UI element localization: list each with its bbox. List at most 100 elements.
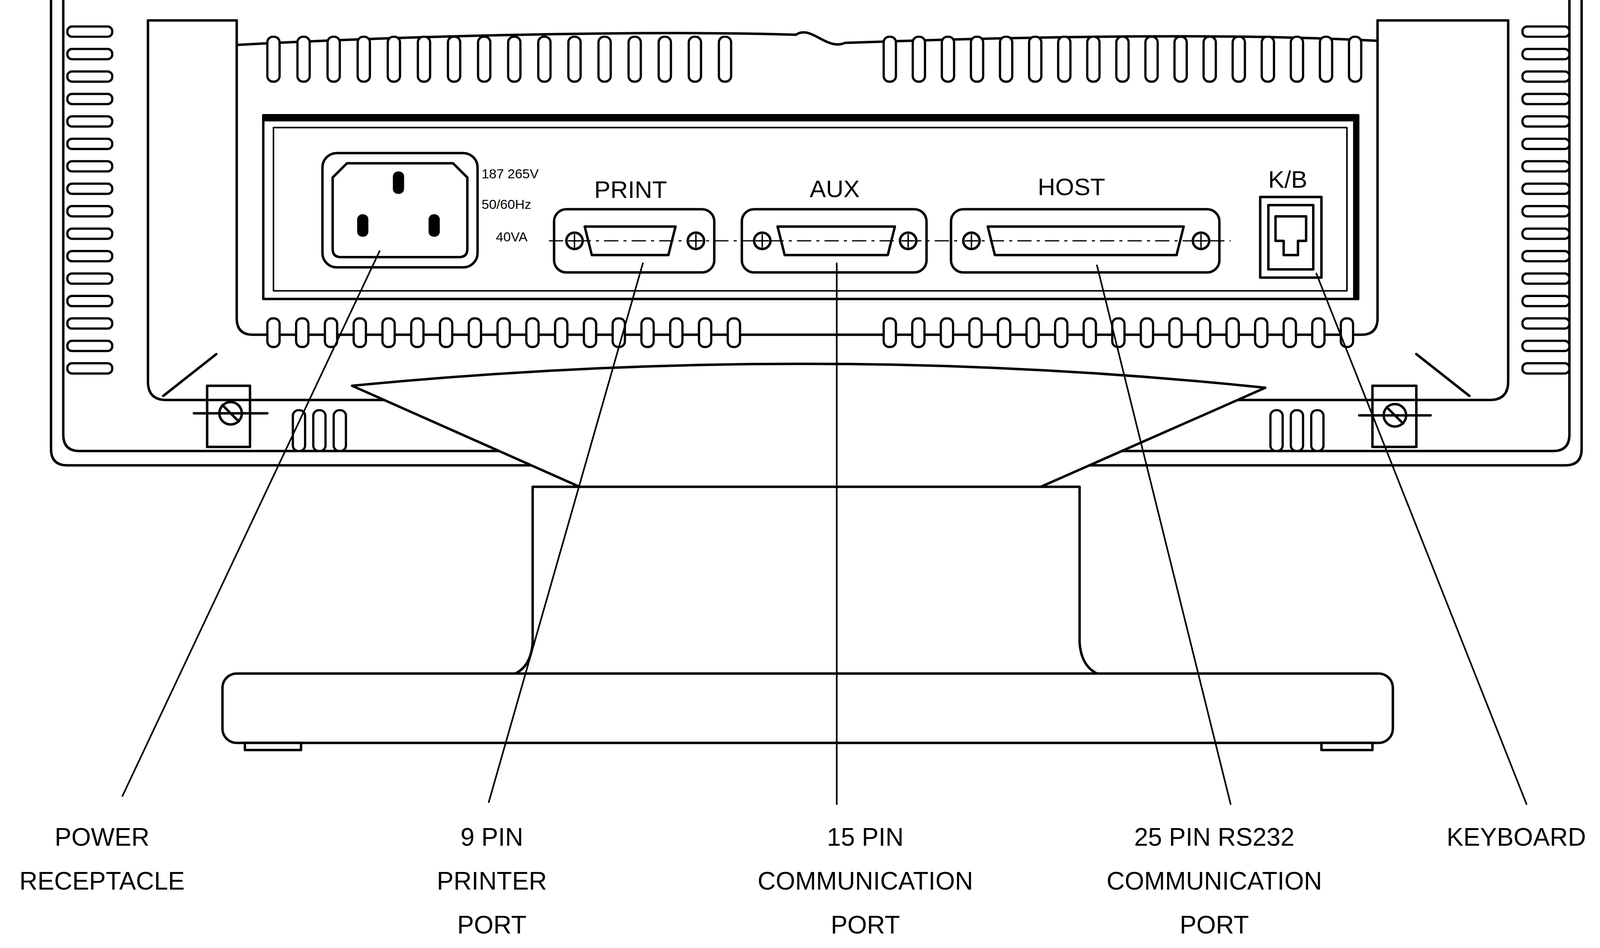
side-grille-slot (67, 340, 113, 352)
port-name: HOST (1036, 174, 1107, 200)
jack-screw-cross (901, 234, 915, 247)
side-grille-slot (1522, 48, 1570, 60)
side-grille-slot (67, 206, 113, 217)
vent-slot (658, 36, 671, 82)
vent-slot (538, 36, 551, 82)
side-grille-slot (1522, 273, 1570, 284)
vent-slot (1319, 36, 1333, 82)
power-receptacle (322, 153, 478, 268)
vent-slot (387, 36, 400, 82)
vent-slot (583, 318, 596, 347)
vent-slot (1312, 318, 1325, 347)
vent-slot (883, 318, 896, 347)
leader-line (1316, 273, 1527, 804)
side-grille-slot (1522, 94, 1570, 105)
stand-foot (1321, 742, 1373, 750)
vent-slot (1174, 36, 1187, 82)
vent-slot (1283, 318, 1296, 347)
vent-slot (297, 36, 310, 82)
vent-slot (327, 36, 340, 82)
vent-slot (698, 318, 712, 347)
foot-slot (1311, 410, 1324, 451)
connector-plate (263, 115, 1359, 299)
vent-slot (324, 318, 337, 347)
vent-slot (1226, 318, 1239, 347)
side-grille-slot (1522, 363, 1570, 374)
vent-slot (418, 36, 431, 82)
vent-slot (670, 318, 683, 347)
jack-screw-cross (965, 234, 978, 247)
vent-slot (912, 36, 925, 82)
vent-slot (439, 318, 453, 347)
vent-slot (267, 318, 280, 347)
recess-outline (148, 20, 1509, 400)
side-grille-slot (1522, 138, 1570, 149)
rating-label: 50/60Hz (481, 197, 534, 211)
side-grille-slot (1522, 318, 1570, 329)
vent-slot (688, 36, 701, 82)
jack-screw-cross (756, 234, 769, 247)
side-grille-slot (67, 318, 113, 329)
vent-slot (628, 36, 641, 82)
dsub-frame (742, 209, 927, 273)
vent-slot (1026, 318, 1039, 347)
foot-slot (333, 410, 346, 451)
vent-slot (940, 318, 953, 347)
vent-slot (1340, 318, 1353, 347)
vent-slot (718, 36, 732, 82)
vent-slot (598, 36, 611, 82)
vent-slot (555, 318, 568, 347)
dsub-frame (553, 209, 715, 273)
vent-slot (1000, 36, 1013, 82)
leader-line (1096, 265, 1231, 804)
port-name: PRINT (593, 177, 669, 202)
keyboard-jack-inner (1268, 204, 1314, 270)
side-grille-slot (67, 48, 113, 60)
vent-slot (1058, 36, 1071, 82)
vent-slot (267, 36, 280, 82)
vent-slot (353, 318, 366, 347)
jack-screw-cross (689, 234, 703, 247)
dsub-connector (742, 209, 927, 273)
side-grille-slot (67, 94, 113, 105)
side-grille-slot (1522, 183, 1570, 194)
dsub-frame (950, 209, 1220, 273)
recess-top (148, 19, 1509, 22)
side-grille-slot (1522, 116, 1570, 127)
panel-region (236, 20, 1378, 335)
stand-neck (510, 486, 1103, 676)
leader-line (488, 263, 643, 802)
vent-slot (1087, 36, 1100, 82)
stand-foot (244, 742, 301, 750)
jack-screw (1192, 232, 1210, 250)
side-grille-slot (67, 116, 113, 127)
plate-shadow (263, 118, 1357, 299)
vent-slot (1198, 318, 1211, 347)
side-grille-slot (67, 363, 113, 374)
vent-slot (1169, 318, 1182, 347)
jack-screw (963, 232, 980, 250)
vent-slot (357, 36, 370, 82)
vent-slot (1083, 318, 1096, 347)
vent-slot (912, 318, 925, 347)
dsub-shell (584, 226, 676, 256)
side-grille-slot (1522, 206, 1570, 217)
dsub-connector (950, 209, 1220, 273)
stand-base (222, 673, 1393, 743)
vent-slot (1290, 36, 1304, 82)
callout-label: 15 PIN COMMUNICATION PORT (756, 814, 975, 947)
port-name: K/B (1266, 167, 1309, 192)
vent-slot (1255, 318, 1268, 347)
foot-slot (1270, 410, 1283, 451)
vent-slot (1140, 318, 1153, 347)
vent-slot (641, 318, 654, 347)
vent-slot (727, 318, 741, 347)
mount-bracket (207, 385, 250, 447)
power-pin (392, 171, 405, 194)
centre-line (548, 240, 1231, 242)
side-grille-slot (67, 295, 113, 306)
dsub-connector (553, 209, 715, 273)
side-grille-slot (67, 161, 113, 172)
jack-screw-cross (568, 234, 581, 247)
